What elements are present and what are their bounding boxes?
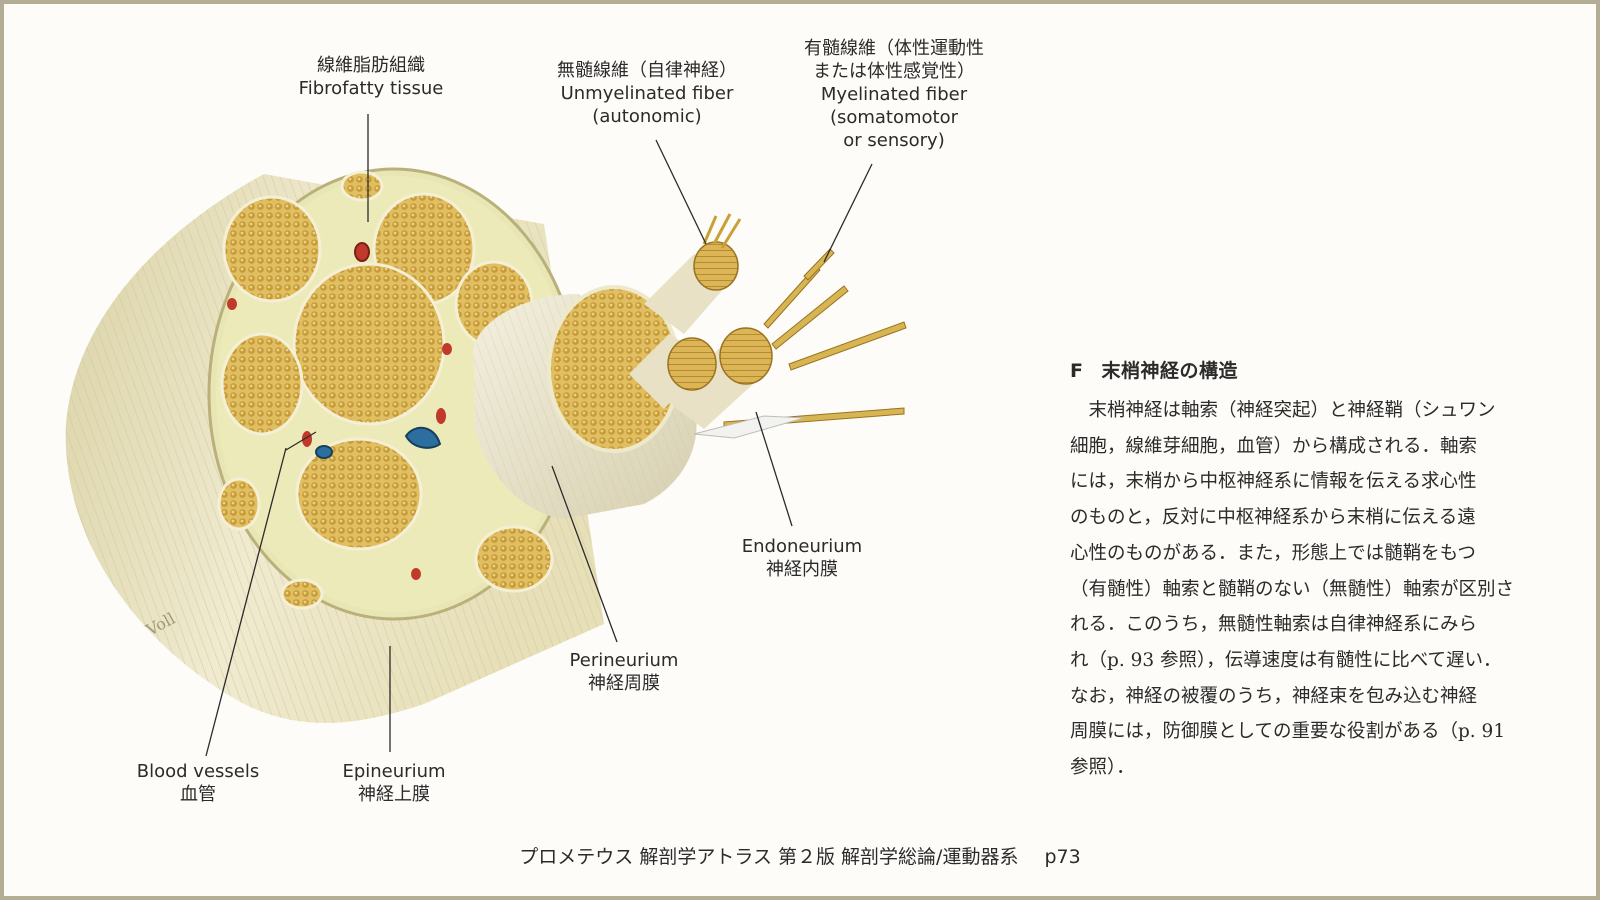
- footer-citation: プロメテウス 解剖学アトラス 第２版 解剖学総論/運動器系 p73: [4, 842, 1596, 869]
- label-endoneurium: Endoneurium 神経内膜: [742, 535, 862, 581]
- section-line: には，末梢から中枢神経系に情報を伝える求心性: [1070, 471, 1477, 493]
- label-blood-vessels-jp: 血管: [180, 784, 216, 805]
- section-line: 細胞，線維芽細胞，血管）から構成される．軸索: [1070, 435, 1478, 457]
- label-unmyelinated-en2: (autonomic): [592, 106, 702, 127]
- perineurium-fascicle: [472, 285, 697, 519]
- label-blood-vessels: Blood vessels 血管: [137, 760, 259, 806]
- section-line: 末梢神経は軸索（神経突起）と神経鞘（シュワン: [1070, 400, 1496, 421]
- section-body: 末梢神経は軸索（神経突起）と神経鞘（シュワン 細胞，線維芽細胞，血管）から構成さ…: [1070, 393, 1560, 786]
- section-heading: F 末梢神経の構造: [1070, 356, 1560, 383]
- section-line: （有髄性）軸索と髄鞘のない（無髄性）軸索が区別さ: [1070, 578, 1515, 600]
- unmyelinated-fiber-bundles: [629, 213, 773, 429]
- label-perineurium: Perineurium 神経周膜: [570, 649, 679, 695]
- section-line: れ（p. 93 参照），伝導速度は有髄性に比べて遅い．: [1070, 649, 1502, 671]
- label-epineurium-en: Epineurium: [342, 761, 446, 782]
- label-unmyelinated-en1: Unmyelinated fiber: [560, 83, 734, 104]
- section-line: のものと，反対に中枢神経系から末梢に伝える遠: [1070, 507, 1476, 529]
- section-text: F 末梢神経の構造 末梢神経は軸索（神経突起）と神経鞘（シュワン 細胞，線維芽細胞…: [1070, 356, 1560, 786]
- section-line: れる．このうち，無髄性軸索は自律神経系にみら: [1070, 614, 1478, 636]
- blood-vessels-marks: [227, 242, 452, 580]
- label-myelinated-fiber: 有髄線維（体性運動性 または体性感覚性） Myelinated fiber (s…: [804, 37, 984, 152]
- label-fibrofatty-jp: 線維脂肪組織: [317, 55, 425, 76]
- label-myelinated-en2: (somatomotor: [829, 107, 959, 128]
- label-myelinated-en3: or sensory): [843, 130, 945, 151]
- section-title: 末梢神経の構造: [1101, 360, 1238, 382]
- label-epineurium: Epineurium 神経上膜: [342, 760, 445, 806]
- label-myelinated-jp1: 有髄線維（体性運動性: [804, 38, 984, 59]
- nerve-illustration: Voll: [65, 114, 907, 757]
- endoneurium-sheath: [693, 415, 805, 439]
- label-unmyelinated-fiber: 無髄線維（自律神経） Unmyelinated fiber (autonomic…: [557, 59, 737, 128]
- footer-book-title: プロメテウス 解剖学アトラス 第２版 解剖学総論/運動器系: [519, 846, 1019, 868]
- section-line: 参照）．: [1070, 757, 1135, 779]
- leader-lines: [205, 114, 873, 757]
- label-epineurium-jp: 神経上膜: [357, 784, 430, 805]
- label-fibrofatty-en: Fibrofatty tissue: [298, 78, 444, 99]
- footer-page-number: p73: [1044, 846, 1081, 868]
- label-myelinated-en1: Myelinated fiber: [820, 84, 968, 105]
- label-perineurium-en: Perineurium: [569, 650, 679, 671]
- label-blood-vessels-en: Blood vessels: [136, 761, 260, 782]
- page: Voll 線維脂肪組織 Fibrofatty tissue 無髄線維（自律神経）…: [4, 4, 1596, 896]
- label-endoneurium-en: Endoneurium: [741, 536, 863, 557]
- section-line: なお，神経の被覆のうち，神経束を包み込む神経: [1070, 685, 1478, 707]
- label-endoneurium-jp: 神経内膜: [766, 559, 838, 580]
- section-line: 心性のものがある．また，形態上では髄鞘をもつ: [1070, 542, 1476, 564]
- section-line: 周膜には，防御膜としての重要な役割がある（p. 91: [1070, 721, 1506, 743]
- label-myelinated-jp2: または体性感覚性）: [813, 61, 975, 82]
- section-letter: F: [1070, 360, 1084, 382]
- label-unmyelinated-jp: 無髄線維（自律神経）: [557, 60, 737, 81]
- label-perineurium-jp: 神経周膜: [588, 673, 660, 694]
- label-fibrofatty-tissue: 線維脂肪組織 Fibrofatty tissue: [299, 54, 444, 100]
